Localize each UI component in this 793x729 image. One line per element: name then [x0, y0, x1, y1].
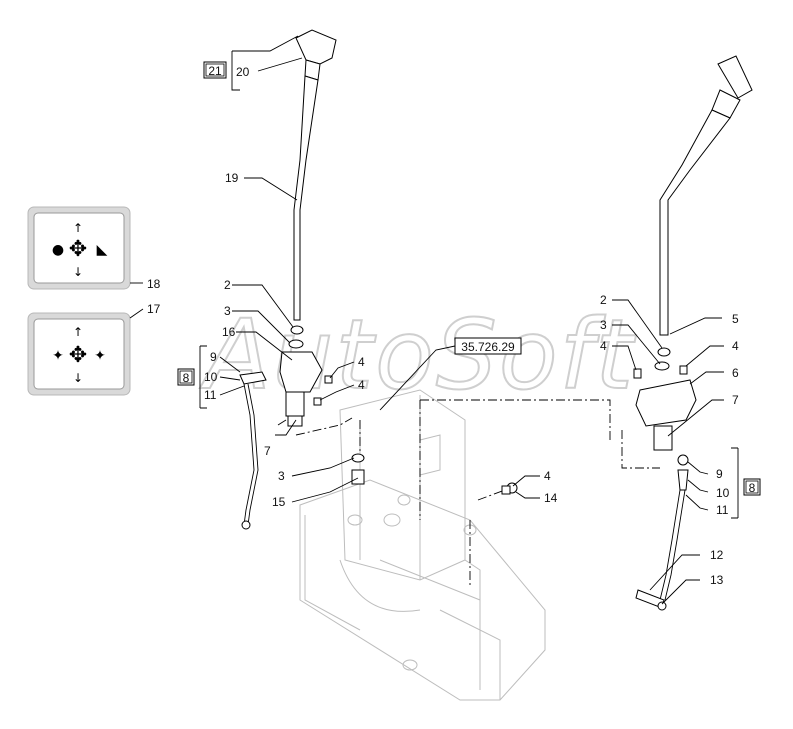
right-lever-assembly [633, 55, 753, 611]
svg-text:✦: ✦ [52, 348, 64, 364]
callout-12: 12 [710, 548, 724, 562]
callout-17: 17 [147, 302, 161, 316]
callout-15: 15 [272, 495, 286, 509]
callout-7-right: 7 [732, 393, 739, 407]
callout-11-right: 11 [716, 503, 729, 517]
callout-2-right: 2 [600, 293, 607, 307]
callout-3-bottom: 3 [278, 469, 285, 483]
svg-text:✦: ✦ [94, 348, 106, 364]
svg-text:↑: ↑ [73, 325, 83, 339]
callout-4-right-2: 4 [732, 339, 739, 353]
boxed-ref-8-left-label: 8 [183, 371, 190, 385]
callout-2-left: 2 [224, 278, 231, 292]
callout-6: 6 [732, 366, 739, 380]
section-reference: 35.726.29 [454, 337, 522, 355]
leader-lines [129, 35, 739, 605]
svg-text:↓: ↓ [73, 265, 83, 279]
boxed-ref-8-right: 8 [743, 478, 761, 496]
callout-9-right: 9 [716, 467, 723, 481]
callout-13: 13 [710, 573, 724, 587]
section-reference-label: 35.726.29 [461, 340, 515, 354]
callout-7-left: 7 [264, 444, 271, 458]
callout-4-a: 4 [358, 355, 365, 369]
svg-text:●: ● [52, 242, 64, 258]
callout-18: 18 [147, 277, 161, 291]
callout-9-left: 9 [210, 350, 217, 364]
callout-3-right: 3 [600, 318, 607, 332]
watermark-text: AutoSoft [199, 299, 636, 411]
left-lever-assembly [239, 29, 518, 530]
callout-10-right: 10 [716, 486, 730, 500]
callout-labels: 20 19 18 17 2 3 16 9 10 11 4 4 7 3 15 4 … [147, 65, 739, 587]
icon-panel-17: ✥ ✦ ✦ ↑ ↓ [27, 312, 131, 396]
boxed-ref-21: 21 [203, 61, 227, 79]
center-lines [295, 399, 660, 585]
callout-3-left: 3 [224, 304, 231, 318]
callout-11-left: 11 [204, 388, 217, 402]
callout-19: 19 [225, 171, 239, 185]
boxed-ref-21-label: 21 [208, 64, 222, 78]
callout-14: 14 [544, 491, 558, 505]
callout-20: 20 [236, 65, 250, 79]
callout-4-b: 4 [358, 378, 365, 392]
control-pattern-icon: ✥ [69, 343, 87, 368]
control-pattern-icon: ✥ [69, 237, 87, 262]
boxed-ref-8-left: 8 [177, 368, 195, 386]
callout-16: 16 [222, 325, 236, 339]
svg-text:↓: ↓ [73, 371, 83, 385]
machine-frame-ghost [299, 389, 546, 701]
callout-4-c: 4 [544, 469, 551, 483]
svg-text:◣: ◣ [97, 242, 108, 258]
callout-10-left: 10 [204, 370, 218, 384]
boxed-ref-8-right-label: 8 [749, 481, 756, 495]
icon-panel-18: ✥ ● ◣ ↑ ↓ [27, 206, 131, 290]
callout-4-right-1: 4 [600, 339, 607, 353]
svg-text:↑: ↑ [73, 221, 83, 235]
callout-5: 5 [732, 312, 739, 326]
